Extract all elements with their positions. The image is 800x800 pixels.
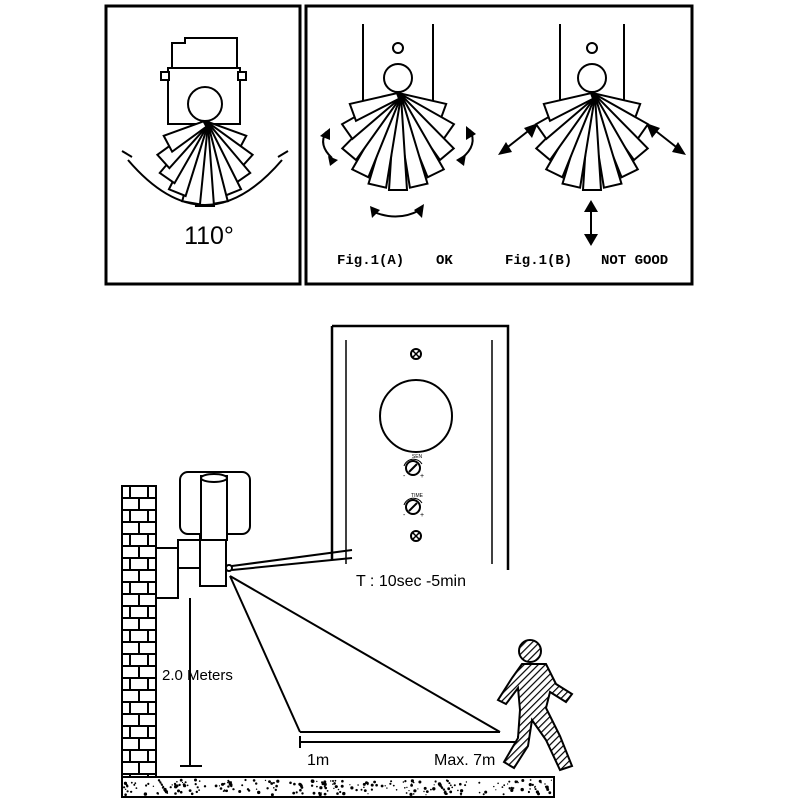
fan-wedge [542,92,595,123]
svg-text:-: - [403,473,406,480]
fig-a-sensor [362,24,434,104]
walking-person-icon [496,639,574,772]
fig-a-status: OK [436,253,453,269]
angle-panel: 110° [104,4,302,286]
min-range-label: 1m [307,752,329,769]
detection-fan-top [155,120,255,207]
orientation-panel: Fig.1(A) OK Fig.1(B) NOT GOOD [304,4,694,286]
max-range-label: Max. 7m [434,752,495,769]
time-range-label: T : 10sec -5min [356,573,466,590]
sensor-zoom-panel: SEN TIME - + - + [330,324,510,570]
height-label: 2.0 Meters [162,667,233,684]
svg-text:+: + [420,473,424,480]
ground [121,776,555,798]
installation-diagram: 2.0 Meters [121,324,574,798]
angle-label: 110° [184,222,234,250]
fig-a-label: Fig.1(A) [337,253,404,269]
wall-mounted-sensor [155,471,251,599]
time-knob-label: TIME [411,493,424,499]
brick-wall [121,485,157,778]
fan-wedge [162,120,208,154]
detection-fan-a [340,92,456,191]
fig-b-sensor [559,24,625,104]
fan-wedge [348,92,401,123]
angle-arc [127,159,283,206]
svg-text:-: - [403,512,406,519]
svg-text:+: + [420,512,424,519]
sen-knob-label: SEN [412,454,423,460]
fig-b-status: NOT GOOD [601,253,668,269]
lens [379,379,453,453]
sensor-head-top-view [160,37,247,125]
fig-b-label: Fig.1(B) [505,253,572,269]
detection-cone [229,575,519,748]
detection-fan-b [534,92,650,191]
